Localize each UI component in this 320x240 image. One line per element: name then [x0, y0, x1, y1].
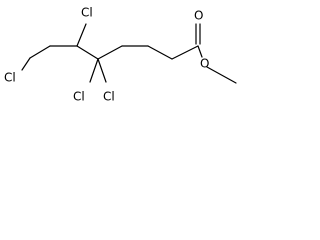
bond-c8-o: [197, 45, 203, 58]
structure-canvas: Cl Cl Cl Cl O O: [0, 0, 240, 121]
atom-cl-left: Cl: [4, 71, 16, 85]
bond-c7-c8: [171, 45, 199, 60]
bond-o-methyl: [206, 66, 237, 84]
atom-o-ester: O: [200, 57, 209, 71]
bond-c4-c5: [97, 45, 123, 60]
skeletal-formula: Cl Cl Cl Cl O O: [4, 6, 237, 104]
atom-cl-bottom-left: Cl: [73, 90, 85, 104]
atom-o-carbonyl: O: [194, 9, 203, 23]
bond-c2-cl: [76, 23, 87, 47]
bond-c3-c4: [76, 45, 99, 60]
atom-cl-top: Cl: [81, 6, 93, 20]
bond-c1-c2: [29, 45, 51, 59]
atom-cl-bottom-right: Cl: [103, 90, 115, 104]
bond-c6-c7: [147, 45, 173, 60]
bond-c4-cl-right: [97, 58, 107, 83]
bond-c1-cl: [21, 57, 31, 71]
bond-c4-cl-left: [89, 58, 99, 83]
